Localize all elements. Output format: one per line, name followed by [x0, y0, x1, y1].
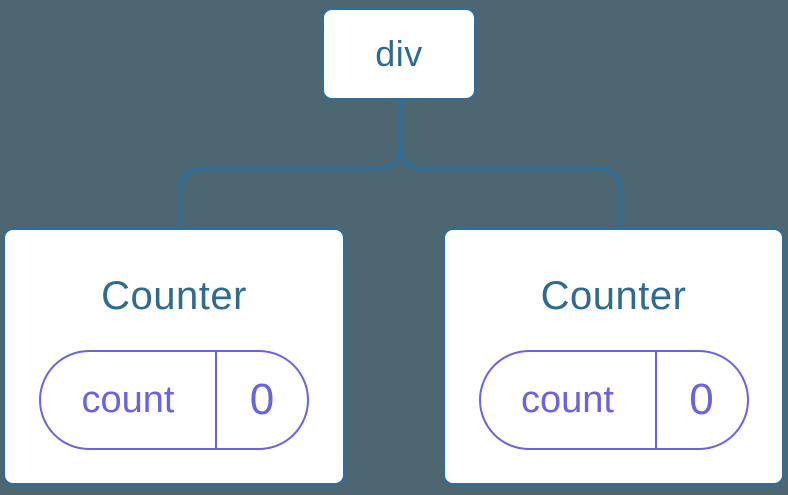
state-pill: count 0: [478, 350, 749, 450]
counter-title: Counter: [101, 274, 247, 318]
connector-left-branch: [178, 98, 403, 230]
state-key-cell: count: [481, 352, 657, 448]
state-key: count: [521, 378, 614, 421]
state-value-cell: 0: [217, 352, 307, 448]
counter-card-right: Counter count 0: [443, 228, 784, 485]
root-node-div: div: [322, 8, 476, 100]
state-value-cell: 0: [657, 352, 747, 448]
state-value: 0: [689, 375, 714, 424]
state-key: count: [81, 378, 175, 421]
state-pill: count 0: [39, 350, 309, 450]
state-value: 0: [249, 375, 275, 424]
counter-title: Counter: [540, 274, 687, 318]
counter-card-left: Counter count 0: [3, 228, 345, 485]
root-node-label: div: [375, 33, 423, 74]
state-key-cell: count: [41, 352, 217, 448]
connector-right-branch: [398, 98, 623, 230]
